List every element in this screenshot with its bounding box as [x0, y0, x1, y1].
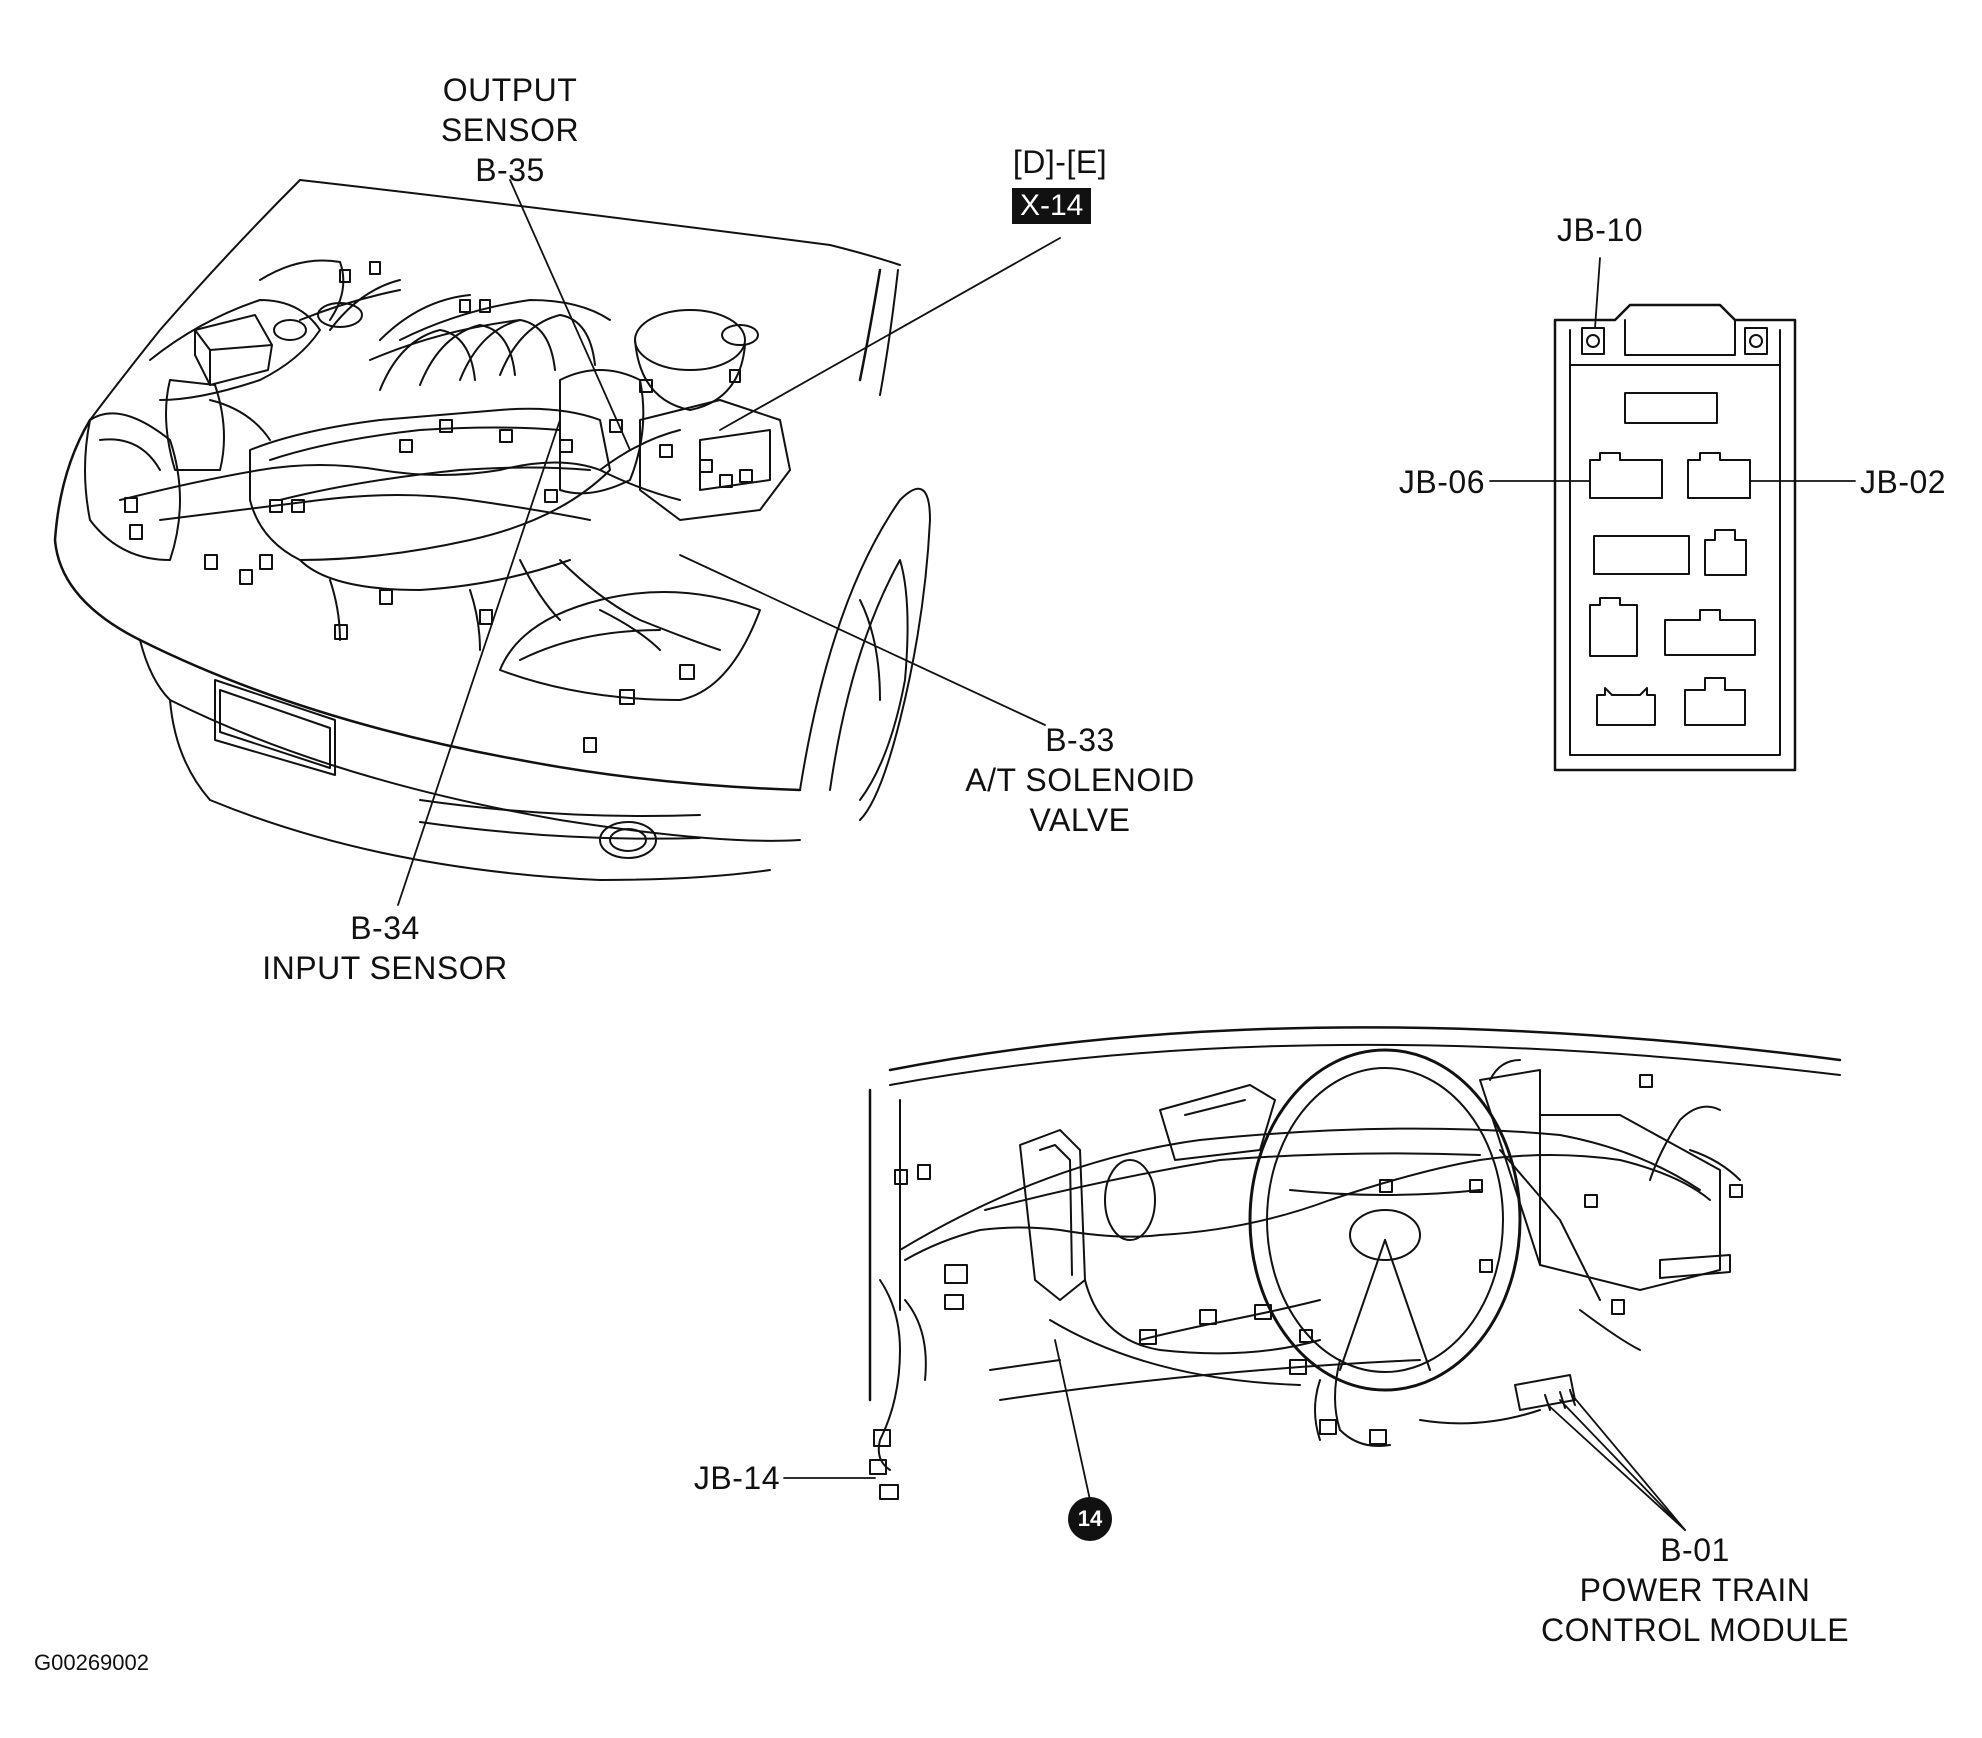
b34-label: B-34 INPUT SENSOR [225, 908, 545, 988]
b01-line-1: B-01 [1660, 1532, 1730, 1568]
jb06-label: JB-06 [1398, 464, 1485, 500]
b01-line-3: CONTROL MODULE [1540, 1612, 1850, 1648]
figure-id-label: G00269002 [34, 1650, 149, 1675]
section-reference-label: [D]-[E] [1012, 144, 1108, 180]
callout-14-badge: 14 [1068, 1497, 1112, 1541]
b34-line-1: B-34 [350, 910, 420, 946]
b33-line-2: A/T SOLENOID [965, 762, 1195, 798]
b33-line-1: B-33 [1045, 722, 1115, 758]
dashboard-illustration [870, 1027, 1840, 1499]
junction-box-illustration [1555, 305, 1795, 770]
output-sensor-label: OUTPUT SENSOR B-35 [410, 70, 610, 190]
jb10-label: JB-10 [1556, 212, 1644, 248]
output-sensor-line-2: SENSOR [440, 112, 580, 148]
b33-label: B-33 A/T SOLENOID VALVE [930, 720, 1230, 840]
x14-tag: X-14 [1012, 188, 1092, 224]
b01-line-2: POWER TRAIN [1579, 1572, 1811, 1608]
engine-bay-illustration [55, 180, 930, 880]
jb02-label: JB-02 [1860, 464, 1947, 500]
output-sensor-line-1: OUTPUT [442, 72, 578, 108]
leader-lines [398, 180, 1855, 1530]
jb14-label: JB-14 [693, 1460, 780, 1496]
b34-line-2: INPUT SENSOR [262, 950, 508, 986]
output-sensor-line-3: B-35 [475, 152, 545, 188]
b33-line-3: VALVE [1029, 802, 1131, 838]
b01-label: B-01 POWER TRAIN CONTROL MODULE [1505, 1530, 1885, 1650]
